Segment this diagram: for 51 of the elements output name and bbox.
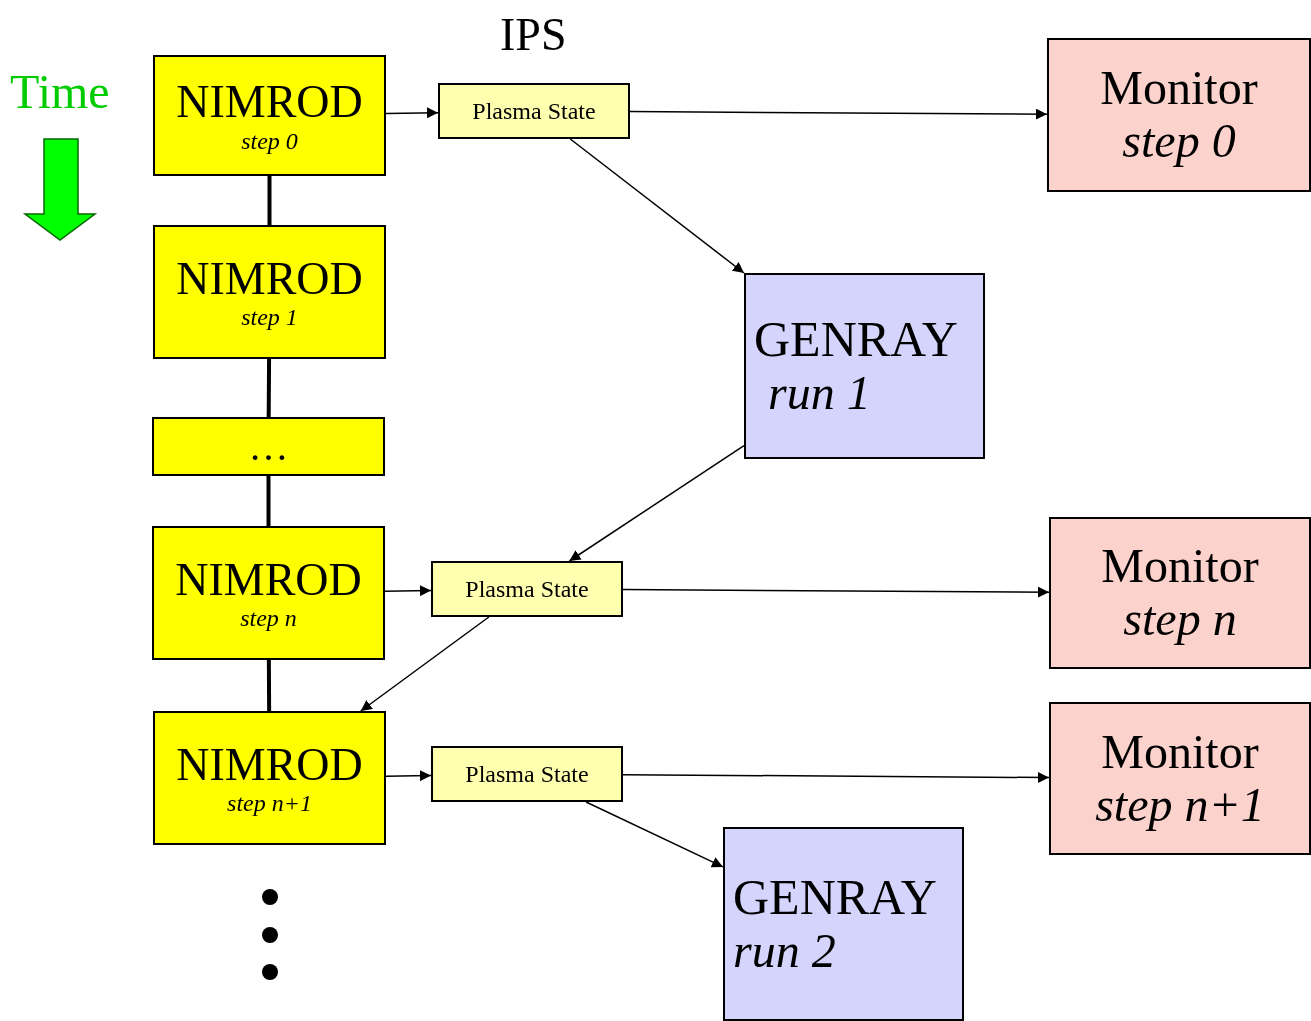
ellipsis-box bbox=[152, 417, 385, 476]
connector-line bbox=[266, 476, 271, 526]
connector-line bbox=[267, 176, 272, 225]
monitor-box bbox=[1047, 38, 1311, 192]
process-box bbox=[153, 711, 386, 845]
node-title: Plasma State bbox=[465, 760, 589, 788]
step-label: step 0 bbox=[1122, 115, 1236, 168]
connector-line bbox=[266, 359, 272, 417]
arrow bbox=[385, 770, 432, 782]
step-label: step n bbox=[1123, 593, 1237, 646]
data-box bbox=[431, 561, 623, 617]
step-label: step 0 bbox=[241, 127, 298, 154]
node-title: NIMROD bbox=[176, 253, 363, 305]
arrow bbox=[629, 108, 1048, 120]
node-title: GENRAY bbox=[733, 870, 937, 926]
step-label: run 2 bbox=[733, 925, 836, 978]
data-box bbox=[438, 83, 630, 139]
node-title: Plasma State bbox=[465, 575, 589, 603]
node-title: Monitor bbox=[1100, 62, 1258, 115]
process-box bbox=[153, 225, 386, 359]
connector-line bbox=[266, 660, 272, 711]
arrow bbox=[360, 616, 490, 712]
step-label: run 1 bbox=[767, 367, 871, 420]
step-label: step n+1 bbox=[227, 790, 312, 817]
process-box bbox=[744, 273, 985, 459]
process-box bbox=[153, 55, 386, 176]
step-label: step 1 bbox=[241, 304, 298, 331]
node-title: Monitor bbox=[1101, 725, 1259, 779]
arrow bbox=[585, 801, 724, 868]
node-title: NIMROD bbox=[175, 554, 362, 606]
monitor-box bbox=[1049, 517, 1311, 669]
arrow bbox=[568, 444, 745, 562]
arrow bbox=[622, 586, 1050, 598]
node-title: NIMROD bbox=[176, 77, 363, 128]
step-label: step n+1 bbox=[1095, 778, 1265, 832]
node-title: NIMROD bbox=[176, 739, 363, 791]
node-title: GENRAY bbox=[754, 312, 958, 368]
arrow bbox=[384, 585, 432, 597]
arrow bbox=[385, 107, 439, 119]
title: IPS bbox=[500, 12, 567, 58]
monitor-box bbox=[1049, 702, 1311, 855]
arrow bbox=[622, 772, 1050, 783]
node-title: … bbox=[248, 424, 289, 469]
axis-label: Time bbox=[10, 68, 110, 116]
process-box bbox=[152, 526, 385, 660]
arrow bbox=[569, 138, 745, 274]
node-title: Monitor bbox=[1101, 540, 1259, 593]
process-box bbox=[723, 827, 964, 1021]
data-box bbox=[431, 746, 623, 802]
step-label: step n bbox=[240, 605, 297, 632]
node-title: Plasma State bbox=[472, 97, 596, 125]
